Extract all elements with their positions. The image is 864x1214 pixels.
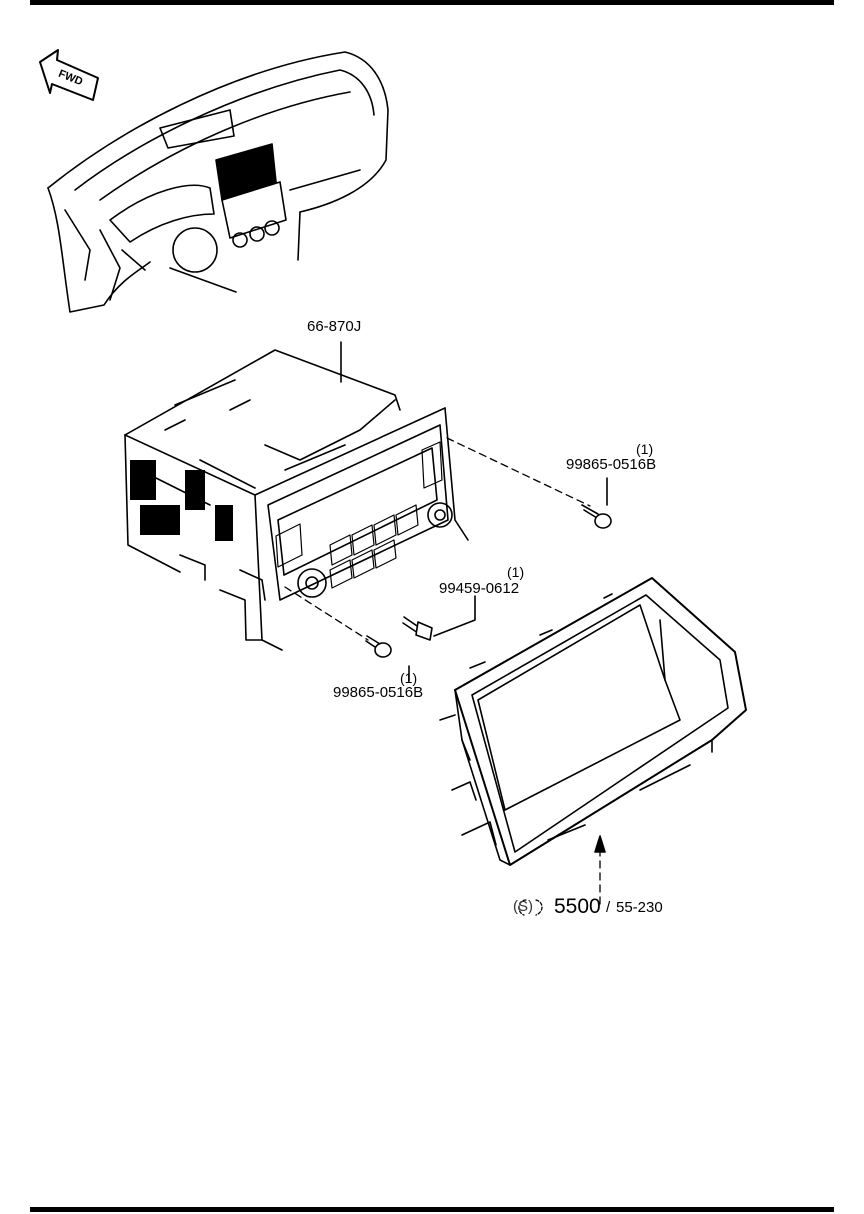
part-number-screw-left: 99865-0516B [333,684,424,701]
quantity-screw-left: (1) [400,670,418,686]
part-number-bezel-panel: 55-230 [616,899,663,916]
part-number-bolt-center: 99459-0612 [439,580,520,597]
section-reference-number: 5500 [554,895,601,918]
audio-unit-illustration [124,349,469,651]
bottom-border-rule [30,1207,834,1212]
part-number-radio-unit: 66-870J [307,318,362,335]
screw-right-illustration [581,477,612,529]
section-reference-icon [518,899,543,916]
panel-reference-arrow-icon [594,835,606,853]
bezel-panel-illustration [439,577,747,866]
screw-left-illustration [365,635,410,682]
section-reference-prefix: (S) [513,898,533,915]
bolt-center-illustration [402,595,476,641]
quantity-bolt-center: (1) [507,564,525,580]
fastener-centerlines [284,437,601,905]
part-number-screw-right: 99865-0516B [566,456,657,473]
section-reference-separator: / [606,899,611,916]
fwd-arrow-icon [39,49,99,101]
top-border-rule [30,0,834,5]
quantity-screw-right: (1) [636,441,654,457]
dashboard-overview-illustration [47,51,389,313]
